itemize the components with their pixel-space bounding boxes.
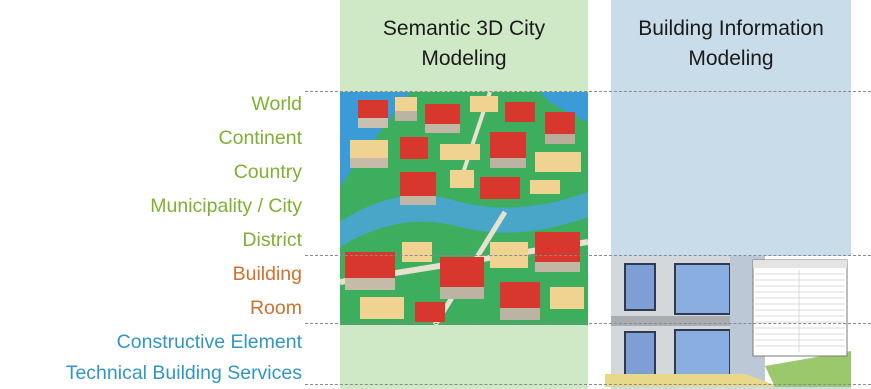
level-constructive-element: Constructive Element (116, 331, 302, 353)
level-room: Room (249, 297, 302, 319)
bim-model-image (605, 256, 851, 387)
level-continent: Continent (218, 127, 302, 149)
divider-building (305, 255, 871, 256)
level-world: World (251, 93, 302, 115)
divider-world (305, 91, 871, 92)
bim-title: Building Information Modeling (638, 17, 824, 70)
level-country: Country (233, 161, 302, 183)
city-modeling-title: Semantic 3D City Modeling (382, 17, 546, 70)
level-building: Building (232, 263, 302, 285)
level-district: District (242, 229, 302, 251)
divider-bottom (305, 384, 871, 385)
level-technical-services: Technical Building Services (65, 362, 302, 384)
level-municipality: Municipality / City (150, 195, 302, 217)
divider-constructive (305, 323, 871, 324)
city-model-image (340, 92, 588, 325)
